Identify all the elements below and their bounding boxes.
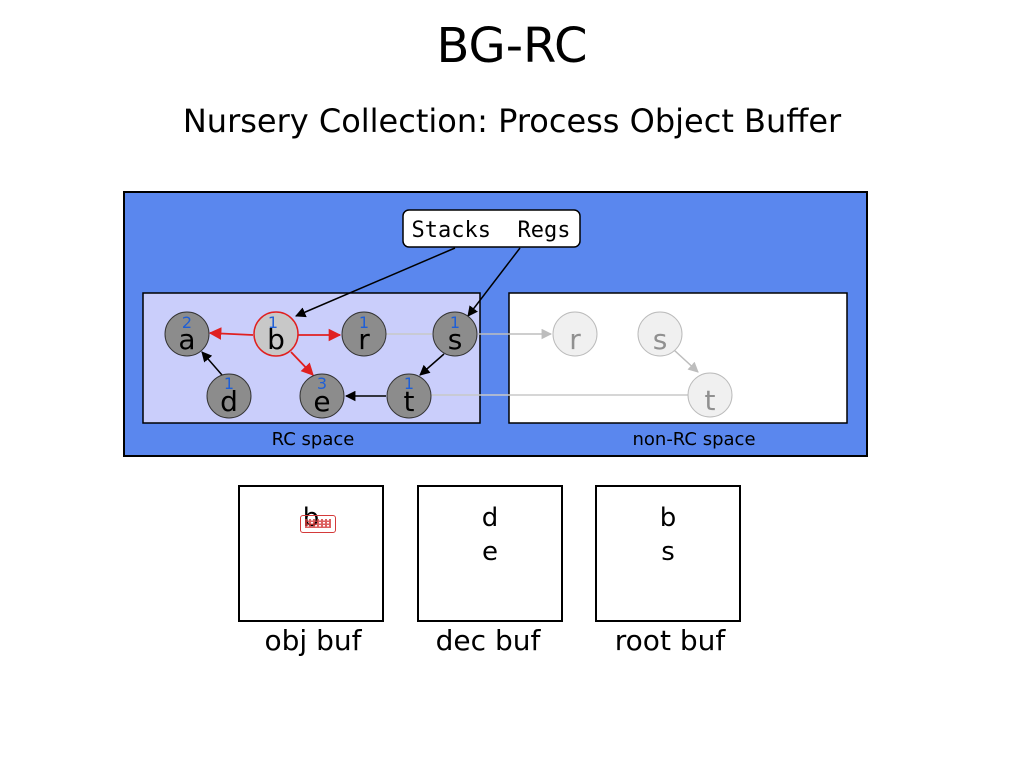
node-t-copy-label: t <box>705 384 716 417</box>
node-r-copy: r <box>552 311 598 357</box>
root-buf-box: b s <box>595 485 741 622</box>
node-r-count: 1 <box>359 313 369 332</box>
node-d-label: d <box>220 385 238 418</box>
slide-title: BG-RC <box>436 18 588 74</box>
node-a-label: a <box>178 323 195 356</box>
node-a: a 2 <box>164 311 210 357</box>
node-s-label: s <box>448 323 463 356</box>
dec-buf-item: d <box>481 503 499 533</box>
node-b: b 1 <box>253 311 299 357</box>
heap-diagram: RC space non-RC space Stacks Regs a 2 b … <box>123 191 868 457</box>
stacks-regs-label: Stacks Regs <box>412 218 571 243</box>
node-s: s 1 <box>432 311 478 357</box>
root-buf-items: b s <box>597 501 739 569</box>
edge-b-to-a <box>208 327 254 340</box>
dec-buf-label: dec buf <box>435 624 541 657</box>
root-buf-item: s <box>661 537 675 567</box>
node-s-copy: s <box>637 311 683 357</box>
obj-buf-box: b <box>238 485 384 622</box>
non-rc-space <box>508 292 848 424</box>
node-t: t 1 <box>386 373 432 419</box>
edges <box>201 247 699 402</box>
edge-roots-to-b <box>295 247 456 318</box>
edge-roots-to-s <box>467 247 521 317</box>
node-a-count: 2 <box>182 313 192 332</box>
node-r-copy-label: r <box>569 323 581 356</box>
node-e: e 3 <box>299 373 345 419</box>
keyboard-icon <box>300 515 336 533</box>
edge-d-to-a <box>201 351 223 376</box>
edge-s2-to-t2 <box>673 349 699 373</box>
node-b-count: 1 <box>268 313 278 332</box>
edge-b-to-e <box>290 351 314 376</box>
rc-space-label: RC space <box>272 429 355 450</box>
stacks-regs-box <box>402 209 581 248</box>
node-d-count: 1 <box>224 374 234 393</box>
node-d: d 1 <box>206 373 252 419</box>
edge-s-to-t <box>419 353 445 376</box>
node-r: r 1 <box>341 311 387 357</box>
node-e-label: e <box>313 385 330 418</box>
obj-buf-label: obj buf <box>264 624 362 657</box>
node-r-label: r <box>358 323 370 356</box>
node-s-count: 1 <box>450 313 460 332</box>
node-s-copy-label: s <box>653 323 668 356</box>
node-t-count: 1 <box>404 374 414 393</box>
node-e-count: 3 <box>317 374 327 393</box>
node-t-copy: t <box>687 372 733 418</box>
root-buf-label: root buf <box>614 624 726 657</box>
dec-buf-item: e <box>482 537 498 567</box>
slide-subtitle: Nursery Collection: Process Object Buffe… <box>182 102 842 140</box>
node-t-label: t <box>404 385 415 418</box>
non-rc-space-label: non-RC space <box>632 429 755 450</box>
node-b-label: b <box>267 323 285 356</box>
dec-buf-box: d e <box>417 485 563 622</box>
dec-buf-items: d e <box>419 501 561 569</box>
root-buf-item: b <box>659 503 677 533</box>
